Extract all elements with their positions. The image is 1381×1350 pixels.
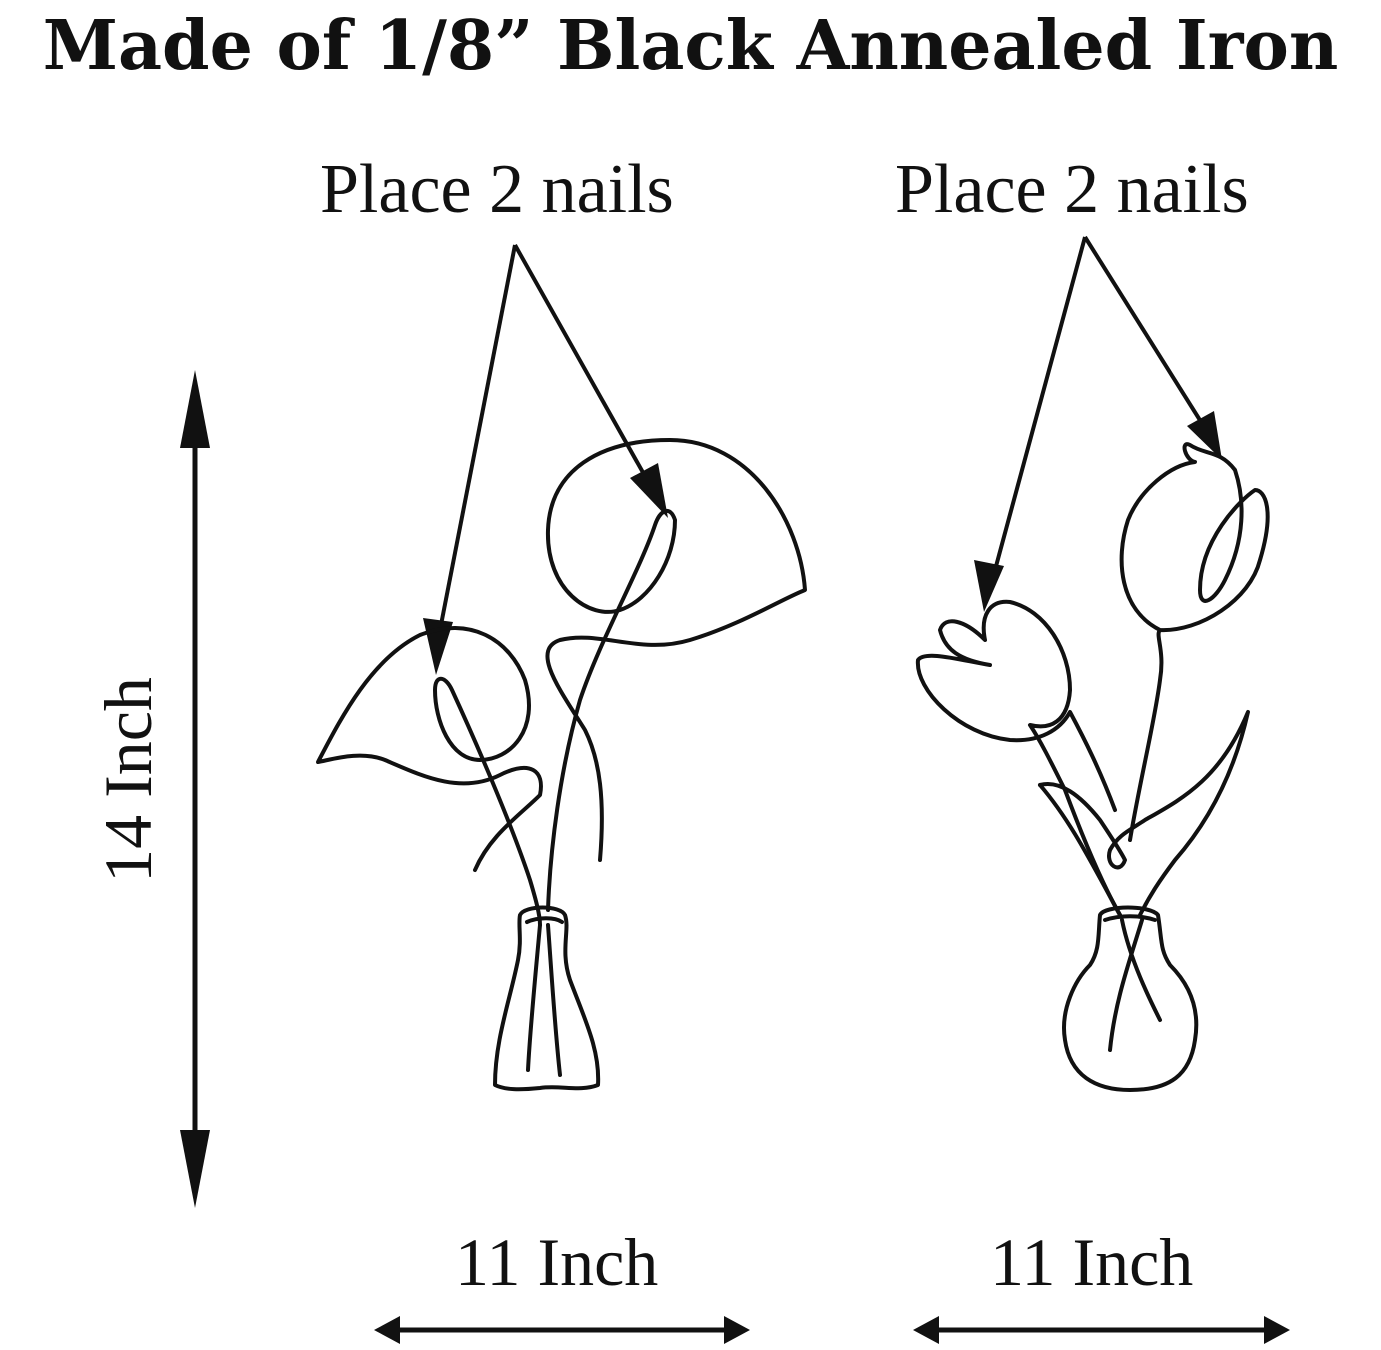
right-width-dimension-label: 11 Inch [990, 1224, 1194, 1300]
left-width-dimension-arrow [374, 1316, 750, 1344]
nail-instruction-right: Place 2 nails [895, 151, 1249, 228]
left-nail-arrows [423, 244, 668, 675]
product-title: Made of 1/8” Black Annealed Iron [42, 6, 1339, 86]
calla-lily-artwork [316, 438, 807, 1092]
right-nail-arrows [974, 235, 1222, 612]
height-dimension-arrow [180, 370, 210, 1208]
nail-instruction-left: Place 2 nails [320, 151, 674, 228]
left-width-dimension-label: 11 Inch [455, 1224, 659, 1300]
tulip-artwork [915, 442, 1270, 1092]
right-width-dimension-arrow [913, 1316, 1290, 1344]
